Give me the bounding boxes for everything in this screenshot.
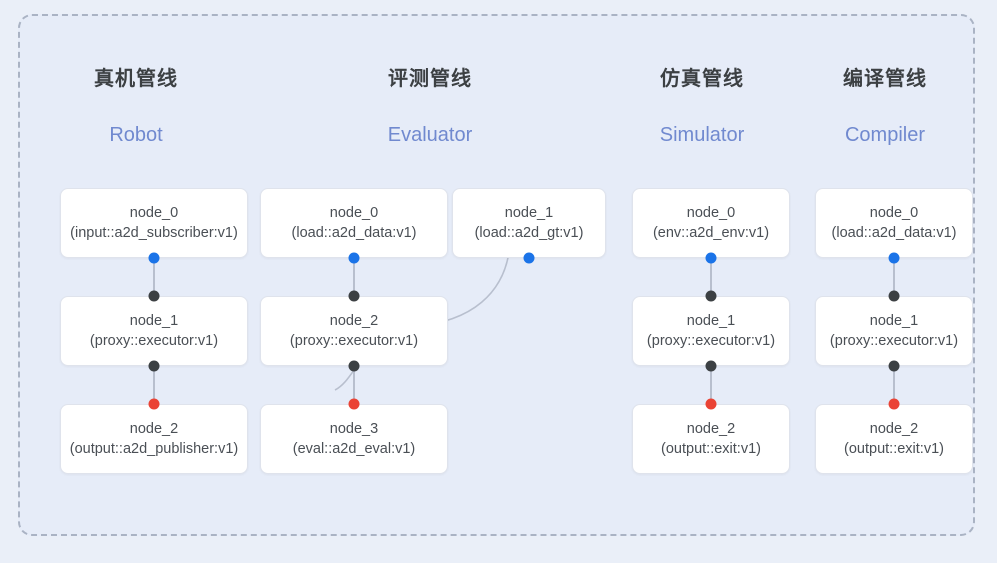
node-type: (eval::a2d_eval:v1): [292, 441, 416, 457]
node-type: (load::a2d_data:v1): [291, 225, 417, 241]
node-id: node_1: [129, 313, 179, 329]
edge-line: [153, 258, 155, 296]
port-input-dot[interactable]: [348, 360, 360, 372]
edge-line: [353, 258, 355, 296]
node-box[interactable]: node_1 (proxy::executor:v1): [60, 296, 248, 366]
pipeline-subtitle-robot: Robot: [109, 124, 163, 146]
port-input-dot[interactable]: [148, 360, 160, 372]
node-id: node_0: [329, 205, 379, 221]
node-box[interactable]: node_2 (proxy::executor:v1): [260, 296, 448, 366]
port-terminal-dot[interactable]: [148, 398, 160, 410]
pipeline-subtitle-evaluator: Evaluator: [387, 124, 473, 146]
node-type: (load::a2d_data:v1): [831, 225, 957, 241]
node-id: node_1: [869, 313, 919, 329]
node-box[interactable]: node_2 (output::exit:v1): [632, 404, 790, 474]
port-output-dot[interactable]: [888, 252, 900, 264]
pipeline-diagram-frame: 真机管线 Robot node_0 (input::a2d_subscriber…: [18, 14, 975, 536]
node-type: (input::a2d_subscriber:v1): [70, 225, 238, 241]
node-box[interactable]: node_0 (input::a2d_subscriber:v1): [60, 188, 248, 258]
edge-line: [710, 366, 712, 404]
node-id: node_0: [869, 205, 919, 221]
node-id: node_2: [869, 421, 919, 437]
node-id: node_1: [686, 313, 736, 329]
port-output-dot[interactable]: [523, 252, 535, 264]
pipeline-title-evaluator: 评测管线: [388, 68, 472, 90]
edge-line: [710, 258, 712, 296]
node-id: node_2: [129, 421, 179, 437]
port-output-dot[interactable]: [705, 252, 717, 264]
node-box[interactable]: node_0 (load::a2d_data:v1): [260, 188, 448, 258]
port-terminal-dot[interactable]: [348, 398, 360, 410]
node-type: (load::a2d_gt:v1): [474, 225, 584, 241]
pipeline-subtitle-simulator: Simulator: [659, 124, 745, 146]
node-box[interactable]: node_1 (proxy::executor:v1): [815, 296, 973, 366]
node-type: (proxy::executor:v1): [289, 333, 419, 349]
node-box[interactable]: node_1 (load::a2d_gt:v1): [452, 188, 606, 258]
node-type: (output::a2d_publisher:v1): [69, 441, 239, 457]
port-output-dot[interactable]: [348, 252, 360, 264]
node-id: node_3: [329, 421, 379, 437]
node-box[interactable]: node_0 (load::a2d_data:v1): [815, 188, 973, 258]
node-box[interactable]: node_0 (env::a2d_env:v1): [632, 188, 790, 258]
port-input-dot[interactable]: [705, 360, 717, 372]
port-terminal-dot[interactable]: [888, 398, 900, 410]
node-box[interactable]: node_3 (eval::a2d_eval:v1): [260, 404, 448, 474]
node-box[interactable]: node_2 (output::a2d_publisher:v1): [60, 404, 248, 474]
pipeline-title-compiler: 编译管线: [843, 68, 927, 90]
port-input-dot[interactable]: [888, 360, 900, 372]
port-input-dot[interactable]: [348, 290, 360, 302]
node-type: (output::exit:v1): [844, 441, 944, 457]
pipeline-columns: 真机管线 Robot node_0 (input::a2d_subscriber…: [20, 16, 973, 534]
node-id: node_2: [329, 313, 379, 329]
node-id: node_0: [686, 205, 736, 221]
edge-line: [153, 366, 155, 404]
edge-line: [893, 258, 895, 296]
node-id: node_0: [129, 205, 179, 221]
edge-line: [893, 366, 895, 404]
node-type: (proxy::executor:v1): [646, 333, 776, 349]
node-box[interactable]: node_2 (output::exit:v1): [815, 404, 973, 474]
port-terminal-dot[interactable]: [705, 398, 717, 410]
port-input-dot[interactable]: [148, 290, 160, 302]
node-id: node_2: [686, 421, 736, 437]
edge-line: [353, 366, 355, 404]
pipeline-title-robot: 真机管线: [94, 68, 178, 90]
port-input-dot[interactable]: [705, 290, 717, 302]
node-type: (proxy::executor:v1): [89, 333, 219, 349]
node-type: (proxy::executor:v1): [829, 333, 959, 349]
port-output-dot[interactable]: [148, 252, 160, 264]
node-box[interactable]: node_1 (proxy::executor:v1): [632, 296, 790, 366]
node-type: (output::exit:v1): [661, 441, 761, 457]
port-input-dot[interactable]: [888, 290, 900, 302]
pipeline-title-simulator: 仿真管线: [660, 68, 744, 90]
node-id: node_1: [504, 205, 554, 221]
pipeline-subtitle-compiler: Compiler: [844, 124, 926, 146]
node-type: (env::a2d_env:v1): [652, 225, 770, 241]
